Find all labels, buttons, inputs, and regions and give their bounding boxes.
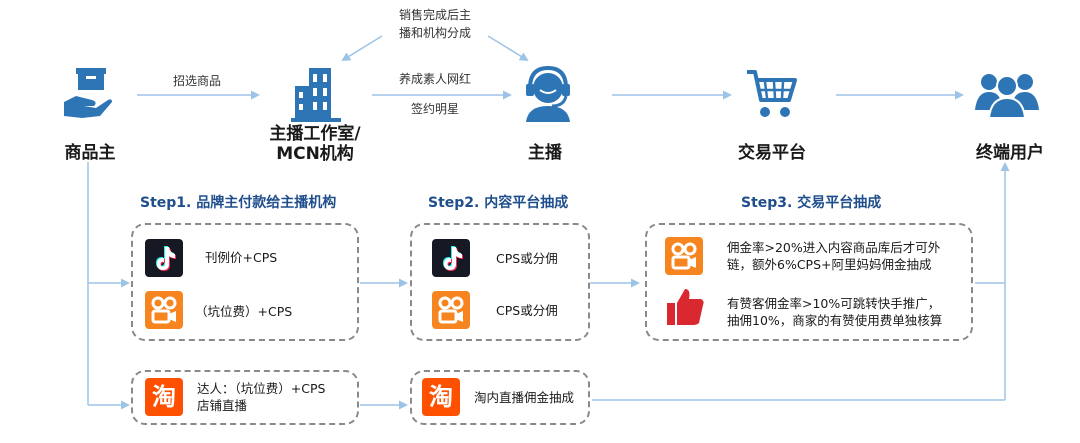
kuaishou-logo-icon [665,237,703,275]
edge-label-split-line2: 播和机构分成 [398,26,471,40]
node-trading-platform: 交易平台 [738,143,806,163]
kuaishou-logo-icon [145,291,183,329]
hand-box-icon [64,68,112,118]
edge-label-split-line1: 销售完成后主 [398,8,471,22]
edge-label-train-line1: 养成素人网红 [398,72,471,86]
douyin-logo-icon [432,239,470,277]
taobao-right-box: 淘 淘内直播佣金抽成 [410,370,590,425]
node-studio-mcn: 主播工作室/ MCN机构 [255,124,375,164]
step3-item-kuaishou: 佣金率>20%进入内容商品库后才可外 链，额外6%CPS+阿里妈妈佣金抽成 [727,239,940,273]
edge-label-train-line2: 签约明星 [410,102,459,116]
step3-item-kuaishou-line1: 佣金率>20%进入内容商品库后才可外 [727,240,941,255]
step3-item-kuaishou-line2: 链，额外6%CPS+阿里妈妈佣金抽成 [727,257,932,272]
step3-item-youzan: 有赞客佣金率>10%可跳转快手推广， 抽佣10%，商家的有赞使用费单独核算 [727,295,942,329]
step3-box: 佣金率>20%进入内容商品库后才可外 链，额外6%CPS+阿里妈妈佣金抽成 有赞… [645,223,973,341]
node-studio-line1: 主播工作室/ [269,124,361,144]
arrow-split-to-studio [341,35,383,62]
step2-item-douyin: CPS或分佣 [496,251,558,266]
edge-label-split: 销售完成后主 播和机构分成 [375,6,495,42]
headset-person-icon [526,65,570,122]
step3-item-youzan-line2: 抽佣10%，商家的有赞使用费单独核算 [727,313,943,328]
step1-box: 刊例价+CPS （坑位费）+CPS [131,223,359,341]
arrow-split-to-anchor [487,35,529,62]
taobao-left-line2: 店铺直播 [197,398,248,413]
node-anchor: 主播 [528,143,562,163]
node-end-user: 终端用户 [976,143,1044,163]
douyin-logo-icon [145,239,183,277]
taobao-left-text: 达人：（坑位费）+CPS 店铺直播 [197,380,325,414]
step2-title: Step2. 内容平台抽成 [428,195,569,211]
building-icon [291,68,341,122]
kuaishou-logo-icon [432,291,470,329]
node-brand-owner: 商品主 [64,143,116,163]
node-studio-line2: MCN机构 [276,144,354,164]
thumbs-up-icon [667,289,704,325]
taobao-logo-icon: 淘 [145,378,183,416]
taobao-left-box: 淘 达人：（坑位费）+CPS 店铺直播 [131,370,359,425]
step1-title: Step1. 品牌主付款给主播机构 [140,195,337,211]
taobao-logo-icon: 淘 [422,378,460,416]
shopping-cart-icon [747,70,797,117]
user-group-icon [975,74,1039,118]
step2-box: CPS或分佣 CPS或分佣 [410,223,590,341]
taobao-right-text: 淘内直播佣金抽成 [474,390,575,405]
step1-item-douyin: 刊例价+CPS [205,250,278,265]
edge-label-select-products: 招选商品 [172,74,221,88]
step1-item-kuaishou: （坑位费）+CPS [195,304,293,319]
step2-item-kuaishou: CPS或分佣 [496,303,558,318]
step3-title: Step3. 交易平台抽成 [741,195,882,211]
taobao-left-line1: 达人：（坑位费）+CPS [197,381,326,396]
step3-item-youzan-line1: 有赞客佣金率>10%可跳转快手推广， [727,296,941,311]
